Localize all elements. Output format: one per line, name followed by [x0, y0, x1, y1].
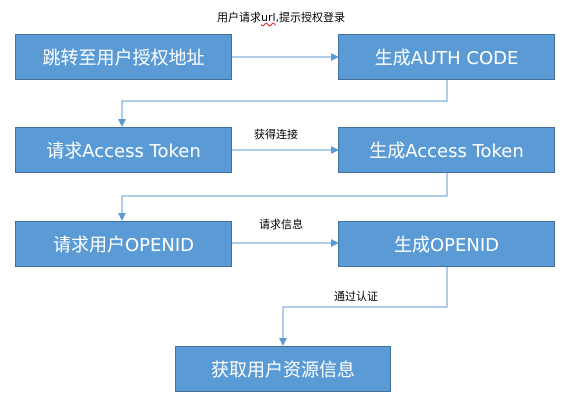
arrow-gen-openid-to-user-info: [279, 266, 448, 346]
edge-label-request-info-text: 请求信息: [259, 218, 303, 231]
edge-label-get-link-text: 获得连接: [254, 128, 298, 141]
node-request-access-token-label: 请求Access Token: [46, 141, 201, 162]
edge-label-verified-text: 通过认证: [334, 290, 378, 303]
top-label-url: url: [261, 11, 276, 24]
node-request-openid: 请求用户OPENID: [15, 221, 232, 267]
arrow-auth-code-to-request-token: [118, 79, 448, 127]
edge-label-verified: 通过认证: [334, 290, 378, 303]
node-redirect-auth: 跳转至用户授权地址: [15, 34, 232, 80]
node-gen-openid-label: 生成OPENID: [393, 235, 500, 256]
top-request-label: 用户请求url,提示授权登录: [217, 11, 345, 24]
arrow-gen-token-to-request-openid: [118, 173, 448, 221]
edge-label-request-info: 请求信息: [259, 218, 303, 231]
top-label-prefix: 用户请求: [217, 11, 261, 24]
node-gen-auth-code: 生成AUTH CODE: [338, 34, 555, 80]
top-label-suffix: ,提示授权登录: [275, 11, 346, 24]
node-get-user-info: 获取用户资源信息: [175, 346, 391, 392]
node-gen-auth-code-label: 生成AUTH CODE: [374, 48, 519, 69]
edge-label-get-link: 获得连接: [254, 128, 298, 141]
node-redirect-auth-label: 跳转至用户授权地址: [42, 48, 205, 69]
node-gen-openid: 生成OPENID: [338, 221, 555, 267]
node-gen-access-token: 生成Access Token: [338, 127, 555, 173]
node-get-user-info-label: 获取用户资源信息: [211, 360, 355, 381]
node-request-access-token: 请求Access Token: [15, 127, 232, 173]
node-request-openid-label: 请求用户OPENID: [52, 235, 195, 256]
node-gen-access-token-label: 生成Access Token: [369, 141, 524, 162]
